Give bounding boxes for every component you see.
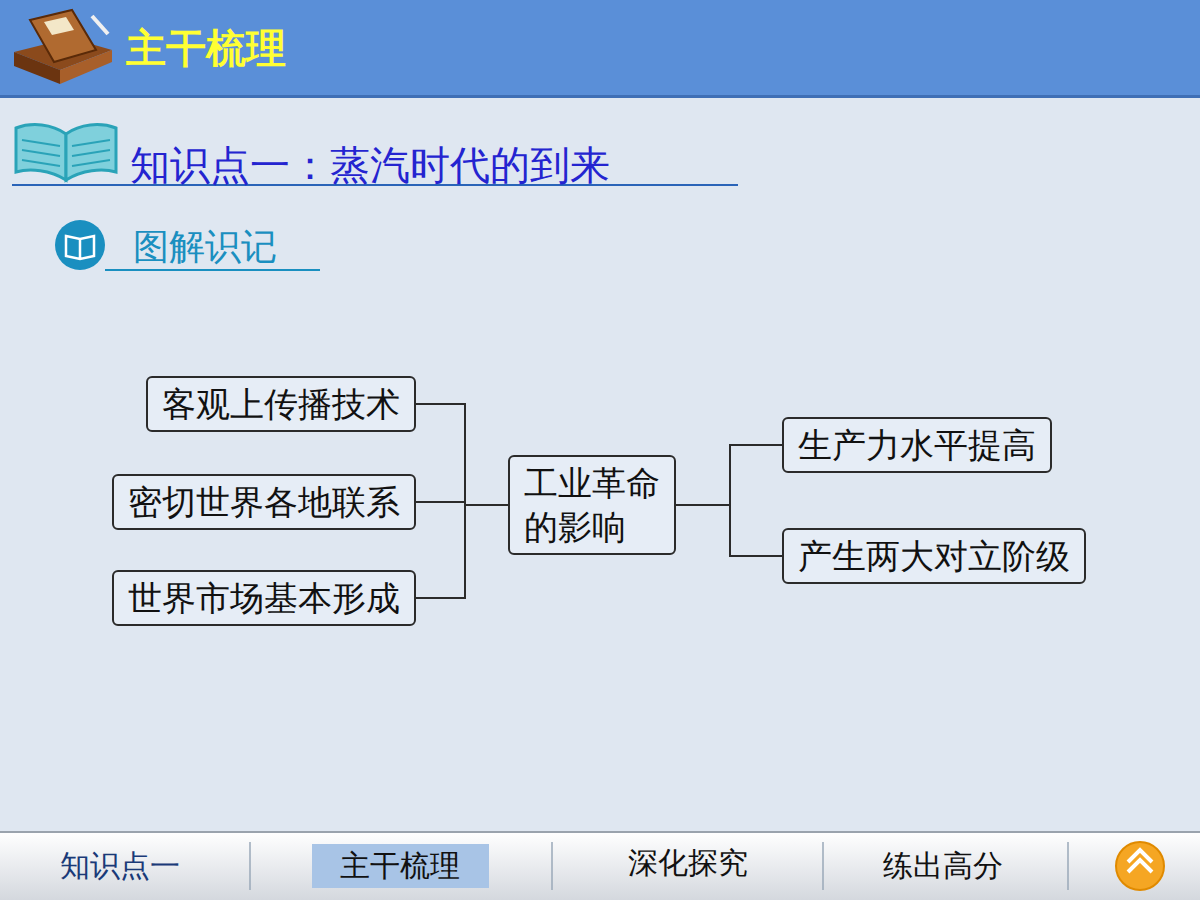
nav-item: 知识点一	[60, 847, 180, 885]
effect-box: 世界市场基本形成	[112, 570, 416, 626]
box-text: 世界市场基本形成	[128, 576, 400, 620]
section-icon	[55, 220, 105, 270]
effect-box: 客观上传播技术	[146, 376, 416, 432]
section-underline	[105, 269, 320, 271]
nav-active	[312, 844, 489, 888]
header-edge	[0, 95, 1200, 98]
box-text: 产生两大对立阶级	[798, 534, 1070, 578]
nav-top-edge	[0, 831, 1200, 833]
nav-separators	[250, 842, 1068, 890]
box-text: 客观上传播技术	[162, 382, 400, 426]
bracket-connector	[676, 505, 782, 556]
subsection-heading: 图解识记	[133, 225, 277, 269]
nav-bar	[0, 832, 1200, 900]
section-icon-book	[66, 236, 94, 259]
up-chevron	[1128, 850, 1152, 872]
nav-item: 主干梳理	[340, 847, 460, 885]
box-text: 密切世界各地联系	[128, 480, 400, 524]
bracket-connector	[416, 404, 508, 505]
book-icon	[14, 10, 112, 84]
nav-item: 深化探究	[628, 844, 748, 882]
box-text: 生产力水平提高	[798, 423, 1036, 467]
bracket-connector	[676, 445, 782, 505]
header-bar	[0, 0, 1200, 97]
bracket-connector	[416, 505, 508, 598]
nav-item: 练出高分	[883, 847, 1003, 885]
section-heading: 知识点一：蒸汽时代的到来	[130, 141, 610, 189]
effect-box: 生产力水平提高	[782, 417, 1052, 473]
effect-box: 密切世界各地联系	[112, 474, 416, 530]
box-text: 工业革命 的影响	[524, 461, 660, 549]
up-button	[1116, 842, 1164, 890]
page-title: 主干梳理	[126, 22, 286, 74]
topic-box: 工业革命 的影响	[508, 455, 676, 555]
effect-box: 产生两大对立阶级	[782, 528, 1086, 584]
open-book-icon	[16, 125, 116, 180]
